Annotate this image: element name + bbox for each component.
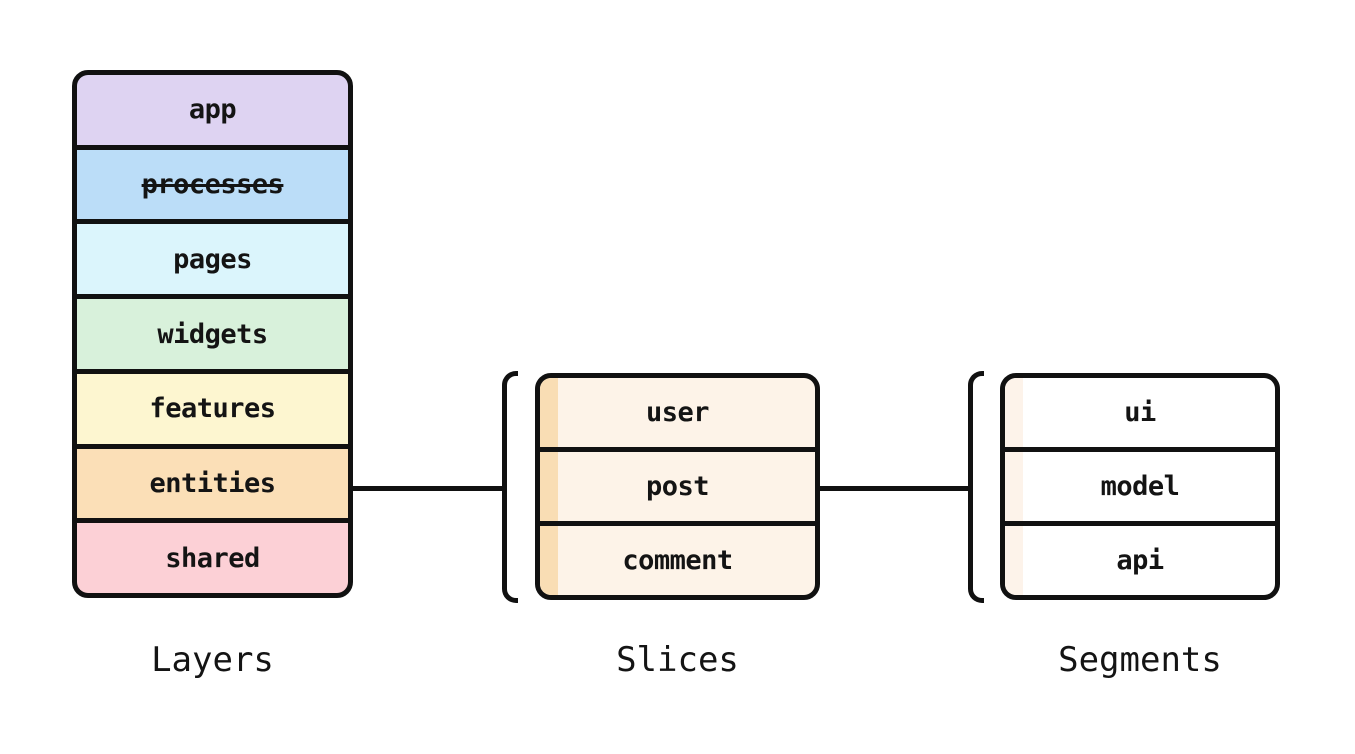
slice-row-comment: comment <box>540 526 815 595</box>
slice-stripe <box>540 526 558 595</box>
layers-stack: app processes pages widgets features ent… <box>72 70 353 598</box>
layer-label-processes: processes <box>141 169 284 201</box>
segment-stripe <box>1005 378 1023 447</box>
segment-stripe <box>1005 526 1023 595</box>
segment-label-ui: ui <box>1124 397 1156 428</box>
layer-label-shared: shared <box>165 542 260 574</box>
layer-row-features: features <box>77 373 348 444</box>
slice-row-post: post <box>540 452 815 521</box>
segment-row-ui: ui <box>1005 378 1275 447</box>
slices-bracket-icon <box>502 371 518 603</box>
layer-row-shared: shared <box>77 523 348 593</box>
layer-label-features: features <box>149 393 276 425</box>
layer-label-entities: entities <box>149 467 276 499</box>
slice-label-user: user <box>645 397 710 428</box>
slice-label-post: post <box>645 471 710 502</box>
layers-caption: Layers <box>151 640 274 680</box>
segment-label-model: model <box>1100 471 1180 502</box>
segment-label-api: api <box>1116 545 1164 576</box>
connector-slices-to-segments <box>818 486 971 491</box>
slice-stripe <box>540 452 558 521</box>
segment-stripe <box>1005 452 1023 521</box>
slice-label-comment: comment <box>622 545 733 576</box>
connector-entities-to-slices <box>350 486 506 491</box>
segments-bracket-icon <box>968 371 984 603</box>
slice-stripe <box>540 378 558 447</box>
segment-row-model: model <box>1005 452 1275 521</box>
segment-row-api: api <box>1005 526 1275 595</box>
slices-caption: Slices <box>616 640 739 680</box>
segments-box: ui model api <box>1000 373 1280 600</box>
layer-label-widgets: widgets <box>157 318 268 350</box>
layer-label-pages: pages <box>173 243 252 275</box>
segments-caption: Segments <box>1058 640 1222 680</box>
layer-label-app: app <box>188 94 237 126</box>
slices-box: user post comment <box>535 373 820 600</box>
layer-row-widgets: widgets <box>77 299 348 369</box>
layer-row-entities: entities <box>77 448 348 519</box>
slice-row-user: user <box>540 378 815 447</box>
layer-row-pages: pages <box>77 224 348 295</box>
layer-row-app: app <box>77 75 348 145</box>
layer-row-processes: processes <box>77 149 348 220</box>
